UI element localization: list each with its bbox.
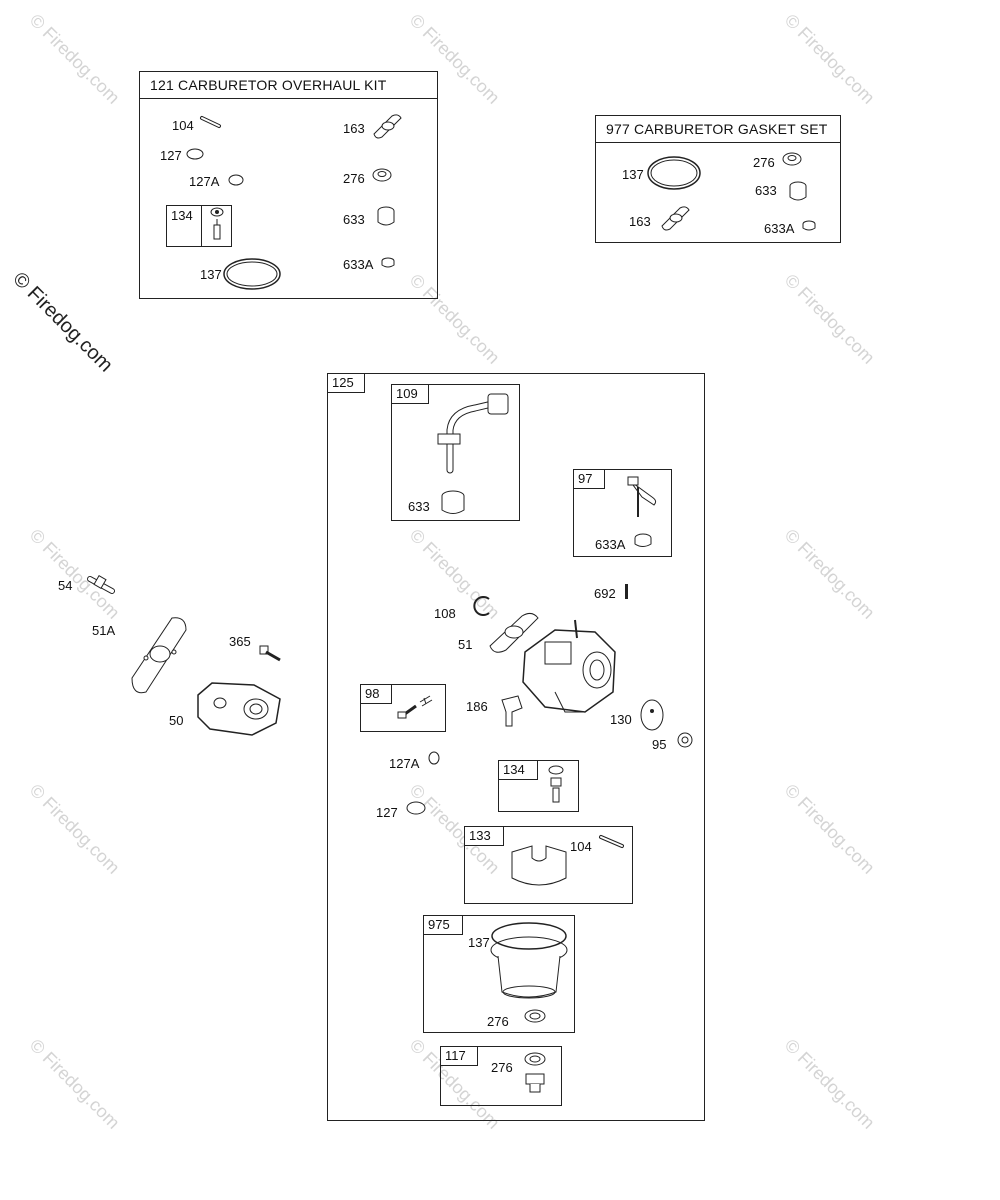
part-label: 692: [594, 586, 616, 601]
part-label: 54: [58, 578, 73, 593]
clip-icon: [469, 593, 495, 619]
part-label: 51A: [92, 623, 116, 638]
part-label: 276: [753, 155, 775, 170]
watermark: © Firedog.com: [25, 780, 124, 878]
watermark: © Firedog.com: [25, 10, 124, 108]
screw-icon: [676, 731, 694, 749]
o-ring-icon: [427, 750, 441, 766]
pin-icon: [625, 584, 628, 599]
needle-valve-icon: [208, 207, 226, 243]
part-label: 163: [343, 121, 365, 136]
overhaul-kit-inner-box: [166, 205, 232, 247]
part-label: 50: [169, 713, 184, 728]
part-label: 127: [376, 805, 398, 820]
pin-icon: [200, 115, 222, 129]
throttle-lever-tag: 97: [573, 469, 605, 489]
stud-icon: [86, 573, 120, 601]
seal-icon: [376, 206, 396, 228]
part-label: 633: [408, 499, 430, 514]
idle-screw-icon: [396, 692, 438, 722]
part-label: 127A: [189, 174, 220, 189]
fuel-pipe-icon: [430, 390, 520, 480]
seal-icon: [788, 181, 808, 203]
watermark: © Firedog.com: [780, 10, 879, 108]
idle-screw-box: [360, 684, 446, 732]
washer-icon: [782, 152, 802, 166]
part-label: 127: [160, 148, 182, 163]
pin-icon: [598, 834, 626, 850]
float-bowl-icon: [488, 920, 570, 1002]
part-label: 137: [200, 267, 222, 282]
elbow-fitting-icon: [498, 694, 526, 730]
part-label: 163: [629, 214, 651, 229]
part-label: 276: [487, 1014, 509, 1029]
part-label: 95: [652, 737, 667, 752]
float-bowl-tag: 975: [423, 915, 463, 935]
seal-small-icon: [634, 532, 652, 550]
needle-valve-icon: [546, 764, 566, 806]
float-bowl-box: [423, 915, 575, 1033]
bowl-gasket-icon: [222, 256, 282, 292]
intake-spacer-icon: [194, 677, 284, 739]
watermark: © Firedog.com: [780, 780, 879, 878]
needle-valve-box: [498, 760, 579, 812]
part-label: 186: [466, 699, 488, 714]
part-label: 633A: [343, 257, 374, 272]
gasket-set-title: 977 CARBURETOR GASKET SET: [596, 116, 840, 143]
plug-icon: [406, 800, 426, 816]
bowl-screw-tag: 117: [440, 1046, 478, 1066]
bolt-icon: [258, 644, 282, 664]
throttle-lever-box: [573, 469, 672, 557]
part-label: 104: [570, 839, 592, 854]
needle-valve-tag: 134: [498, 760, 538, 780]
overhaul-kit-title: 121 CARBURETOR OVERHAUL KIT: [140, 72, 437, 99]
part-label: 130: [610, 712, 632, 727]
part-label: 633A: [595, 537, 626, 552]
throttle-lever-icon: [622, 473, 668, 519]
carburetor-body-icon: [515, 612, 625, 720]
part-label: 108: [434, 606, 456, 621]
plug-icon: [186, 148, 204, 160]
seal-icon: [440, 490, 466, 518]
spacer-gasket-icon: [126, 614, 192, 696]
part-label: 137: [468, 935, 490, 950]
watermark: © Firedog.com: [780, 1035, 879, 1133]
part-label: 51: [458, 637, 473, 652]
watermark: © Firedog.com: [780, 525, 879, 623]
float-box: [464, 826, 633, 904]
part-label: 137: [622, 167, 644, 182]
part-label: 276: [343, 171, 365, 186]
overhaul-kit-box: 121 CARBURETOR OVERHAUL KIT: [139, 71, 438, 299]
mounting-gasket-icon: [656, 204, 692, 232]
part-label: 633: [343, 212, 365, 227]
carburetor-gasket-icon: [484, 608, 544, 654]
idle-screw-tag: 98: [360, 684, 392, 704]
assembly-tag: 125: [327, 373, 365, 393]
bowl-screw-icon: [522, 1052, 548, 1096]
bowl-gasket-icon: [646, 154, 702, 192]
o-ring-icon: [228, 174, 244, 186]
gasket-set-box: 977 CARBURETOR GASKET SET: [595, 115, 841, 243]
washer-icon: [524, 1009, 546, 1023]
fuel-pipe-box: [391, 384, 520, 521]
mounting-gasket-icon: [368, 112, 404, 140]
carburetor-assembly-box: [327, 373, 705, 1121]
side-watermark: © Firedog.com: [8, 268, 117, 377]
disc-icon: [638, 698, 666, 732]
part-label: 365: [229, 634, 251, 649]
fuel-pipe-tag: 109: [391, 384, 429, 404]
seal-small-icon: [381, 256, 395, 270]
float-icon: [508, 842, 570, 892]
seal-small-icon: [802, 219, 816, 233]
float-tag: 133: [464, 826, 504, 846]
washer-icon: [372, 168, 392, 182]
part-label: 276: [491, 1060, 513, 1075]
part-label: 104: [172, 118, 194, 133]
part-label: 633A: [764, 221, 795, 236]
part-label: 127A: [389, 756, 420, 771]
bowl-screw-box: [440, 1046, 562, 1106]
watermark: © Firedog.com: [780, 270, 879, 368]
watermark: © Firedog.com: [25, 1035, 124, 1133]
part-label: 633: [755, 183, 777, 198]
